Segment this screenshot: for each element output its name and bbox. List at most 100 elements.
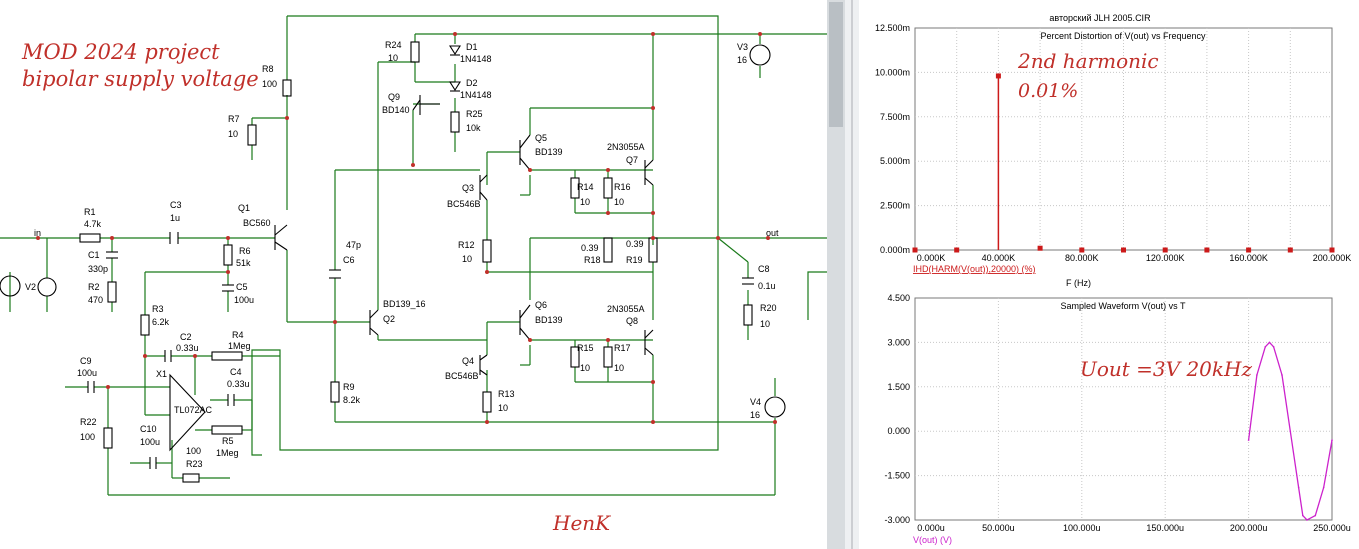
component-value-r15: 10: [580, 363, 590, 373]
component-value-r12: 10: [462, 254, 472, 264]
waveform-x-tick: 250.000u: [1313, 523, 1351, 533]
component-value-r25: 10k: [466, 123, 481, 133]
component-value-c6: 47p: [346, 240, 361, 250]
distortion-point: [1287, 247, 1293, 253]
component-ref-q3: Q3: [462, 183, 474, 193]
component-value-d2: 1N4148: [460, 90, 492, 100]
distortion-x-tick: 160.000K: [1229, 253, 1268, 263]
distortion-point: [954, 247, 960, 253]
component-ref-r8: R8: [262, 64, 274, 74]
scrollbar-thumb[interactable]: [829, 2, 843, 127]
component-value-r6: 51k: [236, 258, 251, 268]
component-ref-r2: R2: [88, 282, 100, 292]
waveform-point: [1281, 374, 1283, 376]
component-value-r13: 10: [498, 403, 508, 413]
component-value-r24: 10: [388, 53, 398, 63]
waveform-point: [1306, 519, 1308, 521]
distortion-point: [1204, 247, 1210, 253]
distortion-trace-label[interactable]: IHD(HARM(V(out)),20000) (%): [913, 264, 1036, 274]
component-value-r8: 100: [262, 79, 277, 89]
annotation-2nd-harmonic: 2nd harmonic: [1017, 49, 1159, 73]
schematic: [0, 15, 830, 496]
component-value-q2: BD139_16: [383, 299, 426, 309]
component-value-c4: 0.33u: [227, 379, 250, 389]
distortion-point: [1329, 247, 1335, 253]
annotation-distortion-value: 0.01%: [1018, 80, 1078, 102]
waveform-point: [1302, 514, 1304, 517]
distortion-y-tick: 7.500m: [880, 112, 910, 122]
circuit-title: авторский JLH 2005.CIR: [1049, 13, 1151, 23]
component-ref-q9: Q9: [388, 92, 400, 102]
distortion-point: [912, 247, 918, 253]
component-value-q7: 2N3055A: [607, 142, 645, 152]
waveform-y-tick: -1.500: [884, 471, 910, 481]
component-ref-r13: R13: [498, 389, 515, 399]
component-value-c1: 330p: [88, 264, 108, 274]
component-value-r9: 8.2k: [343, 395, 361, 405]
component-value-r17: 10: [614, 363, 624, 373]
component-ref-r22: R22: [80, 417, 97, 427]
component-ref-r20: R20: [760, 303, 777, 313]
distortion-point: [1037, 245, 1043, 251]
component-ref-r14: R14: [577, 182, 594, 192]
component-ref-q7: Q7: [626, 155, 638, 165]
component-value-v3: 16: [737, 55, 747, 65]
waveform-y-tick: 0.000: [887, 426, 910, 436]
component-ref-v2: V2: [25, 282, 36, 292]
component-value-c3: 1u: [170, 213, 180, 223]
distortion-y-tick: 10.000m: [875, 67, 910, 77]
waveform-x-tick: 100.000u: [1063, 523, 1101, 533]
schematic-scrollbar[interactable]: [827, 0, 845, 549]
component-ref-r9: R9: [343, 382, 355, 392]
component-ref-x1: X1: [156, 369, 167, 379]
component-value-c9: 100u: [77, 368, 97, 378]
component-ref-r16: R16: [614, 182, 631, 192]
component-value-d1: 1N4148: [460, 54, 492, 64]
component-ref-q6: Q6: [535, 300, 547, 310]
component-ref-c8: C8: [758, 264, 770, 274]
distortion-y-tick: 2.500m: [880, 201, 910, 211]
distortion-x-tick: 0.000K: [917, 253, 946, 263]
component-value-v4: 16: [750, 410, 760, 420]
component-ref-r12: R12: [458, 240, 475, 250]
waveform-point: [1322, 486, 1325, 489]
distortion-x-tick: 80.000K: [1065, 253, 1099, 263]
component-value-c5: 100u: [234, 295, 254, 305]
component-value-r20: 10: [760, 319, 770, 329]
component-value-q5: BD139: [535, 147, 563, 157]
waveform-point: [1331, 439, 1333, 441]
component-value-r3: 6.2k: [152, 317, 170, 327]
component-ref-r3: R3: [152, 304, 164, 314]
component-value-c10: 100u: [140, 437, 160, 447]
distortion-x-tick: 40.000K: [982, 253, 1016, 263]
distortion-x-tick: 200.000K: [1313, 253, 1352, 263]
component-ref-c3: C3: [170, 200, 182, 210]
component-value-q9: BD140: [382, 105, 410, 115]
component-value-r14: 10: [580, 197, 590, 207]
waveform-x-tick: 150.000u: [1146, 523, 1184, 533]
component-ref-c2: C2: [180, 332, 192, 342]
component-value-q8: 2N3055A: [607, 304, 645, 314]
waveform-y-tick: -3.000: [884, 515, 910, 525]
waveform-x-tick: 50.000u: [982, 523, 1015, 533]
project-note-line1: MOD 2024 project: [21, 40, 220, 64]
component-ref-q2: Q2: [383, 314, 395, 324]
project-note-line2: bipolar supply voltage: [22, 67, 259, 91]
waveform-trace-label[interactable]: V(out) (V): [913, 535, 952, 545]
component-ref-r7: R7: [228, 114, 240, 124]
component-ref-c4: C4: [230, 367, 242, 377]
waveform-point: [1264, 346, 1267, 348]
component-ref-r5: R5: [222, 436, 234, 446]
author-signature: HenK: [552, 511, 611, 535]
component-ref-r4: R4: [232, 330, 244, 340]
waveform-point: [1314, 514, 1317, 517]
component-ref-c9: C9: [80, 356, 92, 366]
waveform-chart-title: Sampled Waveform V(out) vs T: [1060, 301, 1186, 311]
component-ref-r17: R17: [614, 343, 631, 353]
component-value-r19: 0.39: [626, 239, 644, 249]
waveform-y-tick: 3.000: [887, 337, 910, 347]
component-value-r7: 10: [228, 129, 238, 139]
junction-dots: [36, 32, 777, 424]
component-ref-c10: C10: [140, 424, 157, 434]
